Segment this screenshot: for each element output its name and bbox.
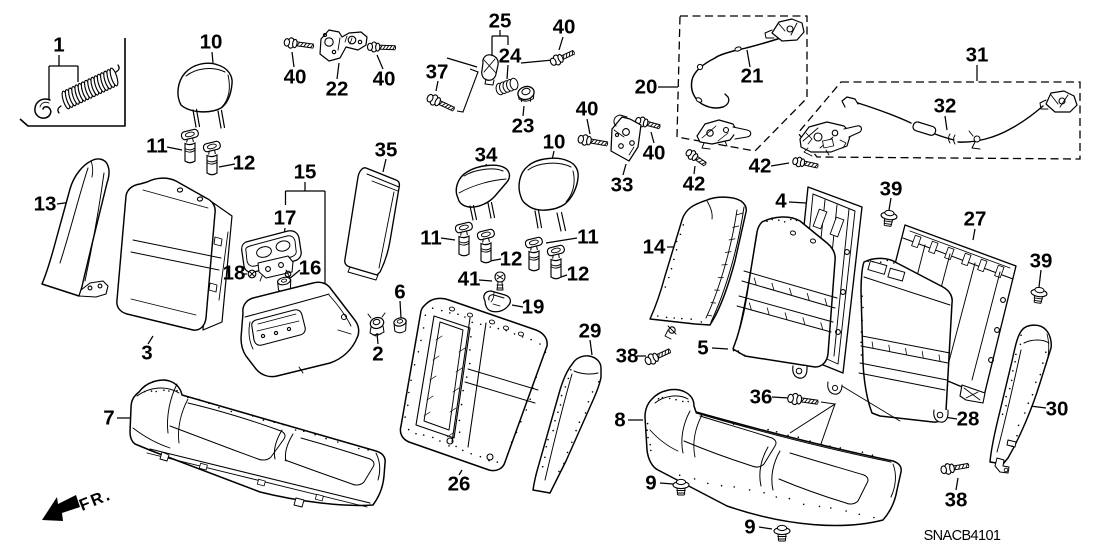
svg-text:23: 23 [512, 115, 535, 138]
svg-text:32: 32 [934, 95, 957, 118]
svg-text:12: 12 [500, 248, 523, 271]
svg-text:12: 12 [567, 263, 590, 286]
svg-text:18: 18 [223, 262, 246, 285]
svg-text:6: 6 [394, 281, 405, 304]
svg-text:28: 28 [957, 408, 980, 431]
svg-text:3: 3 [141, 342, 152, 365]
svg-text:30: 30 [1046, 398, 1069, 421]
svg-text:11: 11 [420, 227, 442, 250]
svg-text:21: 21 [741, 65, 764, 88]
svg-text:9: 9 [645, 472, 656, 495]
svg-text:39: 39 [880, 178, 903, 201]
svg-text:15: 15 [294, 161, 317, 184]
svg-text:8: 8 [614, 409, 625, 432]
svg-text:27: 27 [964, 208, 987, 231]
svg-text:42: 42 [749, 155, 772, 178]
svg-text:19: 19 [522, 296, 545, 319]
svg-text:17: 17 [274, 207, 297, 230]
svg-text:40: 40 [576, 98, 599, 121]
svg-text:41: 41 [458, 268, 481, 291]
svg-text:34: 34 [475, 144, 498, 167]
svg-text:40: 40 [553, 16, 576, 39]
svg-text:39: 39 [1030, 250, 1053, 273]
svg-text:13: 13 [34, 193, 57, 216]
svg-text:38: 38 [616, 345, 639, 368]
svg-text:4: 4 [775, 190, 787, 213]
svg-text:11: 11 [146, 135, 168, 158]
svg-text:38: 38 [945, 489, 968, 512]
svg-text:SNACB4101: SNACB4101 [924, 528, 1001, 544]
svg-text:35: 35 [375, 139, 398, 162]
svg-text:11: 11 [577, 226, 599, 249]
svg-text:31: 31 [966, 44, 989, 67]
svg-text:37: 37 [426, 61, 449, 84]
svg-text:22: 22 [326, 78, 349, 101]
svg-text:25: 25 [489, 10, 512, 33]
svg-text:20: 20 [635, 76, 658, 99]
svg-text:40: 40 [373, 68, 396, 91]
svg-text:10: 10 [543, 131, 566, 154]
svg-text:29: 29 [579, 320, 602, 343]
svg-text:5: 5 [697, 337, 708, 360]
svg-text:40: 40 [284, 66, 307, 89]
svg-text:24: 24 [499, 45, 522, 68]
svg-text:9: 9 [744, 516, 755, 539]
svg-text:42: 42 [683, 173, 706, 196]
svg-text:14: 14 [643, 236, 666, 259]
svg-text:33: 33 [611, 174, 634, 197]
svg-text:7: 7 [103, 407, 114, 430]
svg-text:2: 2 [372, 343, 383, 366]
svg-text:12: 12 [233, 152, 256, 175]
svg-text:10: 10 [200, 31, 223, 54]
svg-text:40: 40 [643, 142, 666, 165]
svg-text:36: 36 [750, 386, 773, 409]
svg-text:16: 16 [299, 257, 322, 280]
svg-text:1: 1 [53, 34, 64, 57]
svg-text:26: 26 [448, 473, 471, 496]
